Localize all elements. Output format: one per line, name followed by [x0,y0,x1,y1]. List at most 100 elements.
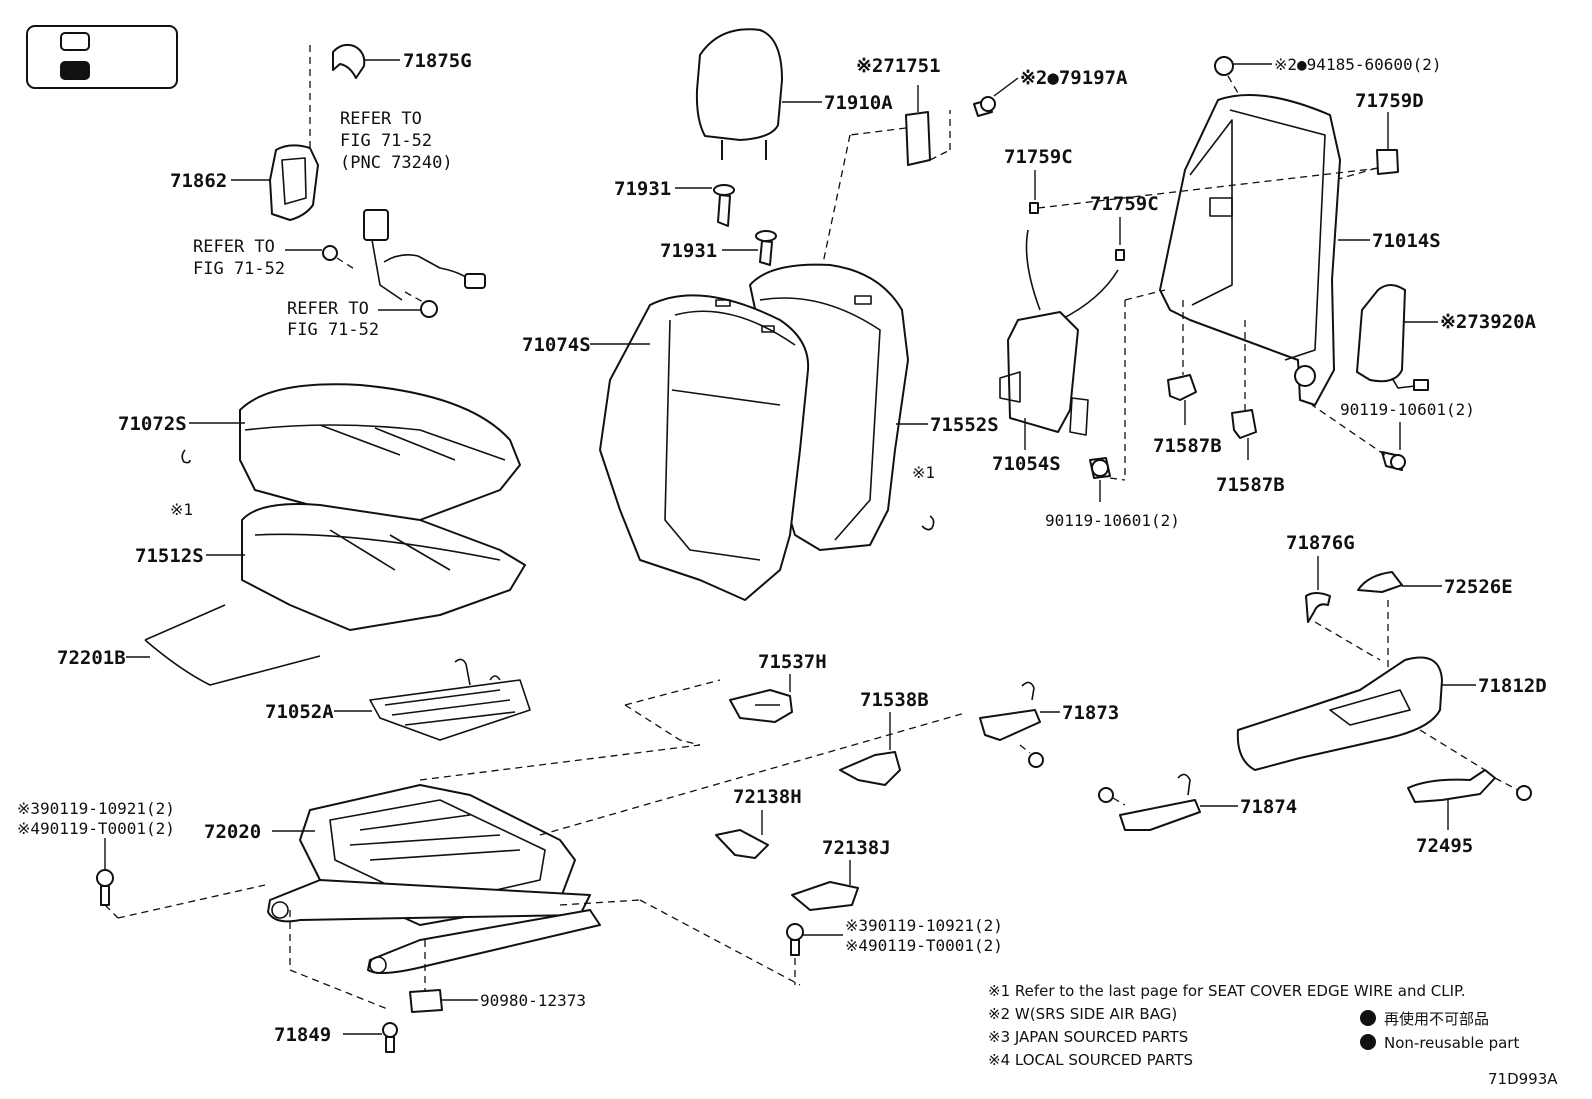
label-71910A: 71910A [824,92,893,114]
non-reusable-dot-jp [1360,1010,1376,1026]
part-90119-10601-center: 90119-10601(2) [1045,457,1180,530]
label-90980-12373: 90980-12373 [480,991,586,1010]
label-72138J: 72138J [822,837,891,859]
svg-text:(PNC 73240): (PNC 73240) [340,153,453,173]
part-71759C-a: 71759C [1004,146,1381,214]
svg-text:REFER TO: REFER TO [193,237,275,257]
part-71759C-b: 71759C [1090,193,1159,261]
svg-text:REFER TO: REFER TO [340,109,422,129]
label-90119-10601-right: 90119-10601(2) [1340,400,1475,419]
part-71538B: 71538B [839,689,929,786]
label-71876G: 71876G [1286,532,1355,554]
mark-x1-right: ※1 [912,463,935,531]
label-71862: 71862 [170,170,227,192]
svg-text:※490119-T0001(2): ※490119-T0001(2) [845,936,1003,955]
label-71875G: 71875G [403,50,472,72]
note-2: ※2 W(SRS SIDE AIR BAG) [988,1005,1177,1023]
label-71072S: 71072S [118,413,187,435]
label-71931-b: 71931 [660,240,717,262]
part-71052A: 71052A [265,658,531,741]
label-71874: 71874 [1240,796,1297,818]
non-reusable-dot-en [1360,1034,1376,1050]
svg-text:FIG 71-52: FIG 71-52 [287,320,379,340]
note-1: ※1 Refer to the last page for SEAT COVER… [988,982,1465,1000]
label-79197A: 79197A [1059,67,1128,89]
part-71910A: 71910A [695,28,893,160]
svg-text:※271751: ※271751 [856,55,941,77]
part-71812D: 71812D [1236,656,1547,771]
part-71587B-a: 71587B [1153,300,1222,457]
part-71931-a: 71931 [614,178,735,227]
label-94185-60600: 94185-60600(2) [1307,55,1442,74]
legend-non-reusable: 再使用不可部品 Non-reusable part [1360,1010,1519,1052]
label-71054S: 71054S [992,453,1061,475]
legend-box [26,25,178,89]
svg-text:※390119-10921(2): ※390119-10921(2) [845,916,1003,935]
label-71014S: 71014S [1372,230,1441,252]
label-71587B-b: 71587B [1216,474,1285,496]
label-71759C-a: 71759C [1004,146,1073,168]
part-72138H: 72138H [715,786,802,859]
label-71052A: 71052A [265,701,334,723]
mark-x1-left: ※1 [170,449,193,519]
seat-belt-buckle [363,209,486,301]
svg-text:FIG 71-52: FIG 71-52 [340,131,432,151]
part-90980-12373: 90980-12373 [409,940,586,1013]
figure-id: 71D993A [1488,1070,1558,1088]
refer-fig-71-52-pnc: REFER TO FIG 71-52 (PNC 73240) [340,109,453,173]
label-72201B: 72201B [57,647,126,669]
label-71759C-b: 71759C [1090,193,1159,215]
svg-text:※2●79197A: ※2●79197A [1020,67,1128,89]
part-71873: 71873 [979,681,1119,768]
bolt-left: ※390119-10921(2) ※490119-T0001(2) [17,799,266,919]
svg-text:※1: ※1 [912,463,935,482]
svg-text:Non-reusable part: Non-reusable part [1384,1034,1519,1052]
part-72495: 72495 [1407,769,1532,857]
part-71074S: 71074S [522,294,810,601]
part-79197A: ※2●79197A [973,67,1128,117]
part-71874: 71874 [1098,773,1297,831]
part-71054S: 71054S [992,229,1119,475]
label-71074S: 71074S [522,334,591,356]
part-72526E: 72526E [1357,571,1513,680]
svg-text:※2●94185-60600(2): ※2●94185-60600(2) [1274,55,1442,74]
refer-fig-71-52-a: REFER TO FIG 71-52 [193,237,357,279]
label-90119-10601-center: 90119-10601(2) [1045,511,1180,530]
part-71014S: 71014S [1159,94,1441,406]
label-72495: 72495 [1416,835,1473,857]
label-71552S: 71552S [930,414,999,436]
label-72526E: 72526E [1444,576,1513,598]
svg-text:※490119-T0001(2): ※490119-T0001(2) [17,819,175,838]
label-71538B: 71538B [860,689,929,711]
part-72138J: 72138J [791,837,891,911]
label-71812D: 71812D [1478,675,1547,697]
note-3: ※3 JAPAN SOURCED PARTS [988,1028,1188,1046]
note-4: ※4 LOCAL SOURCED PARTS [988,1051,1193,1069]
label-71751: 71751 [883,55,940,77]
part-71512S: 71512S [135,503,526,631]
label-73920A: 73920A [1467,311,1536,333]
part-90119-10601-right: 90119-10601(2) [1311,400,1475,471]
label-72020: 72020 [204,821,261,843]
svg-text:※390119-10921(2): ※390119-10921(2) [17,799,175,818]
label-71512S: 71512S [135,545,204,567]
svg-text:※1: ※1 [170,500,193,519]
part-71587B-b: 71587B [1216,320,1285,496]
part-72201B: 72201B [57,604,321,686]
label-71931-a: 71931 [614,178,671,200]
part-71876G: 71876G [1286,532,1381,661]
part-73920A: ※273920A [1356,284,1537,391]
svg-text:FIG 71-52: FIG 71-52 [193,259,285,279]
new-part-box [60,32,90,51]
non-reusable-box [60,61,90,80]
part-71862: 71862 [170,144,319,221]
footnotes: ※1 Refer to the last page for SEAT COVER… [988,982,1465,1069]
label-72138H: 72138H [733,786,802,808]
part-94185-60600: ※2●94185-60600(2) [1214,55,1442,135]
part-71072S: 71072S [118,383,521,541]
label-71537H: 71537H [758,651,827,673]
part-71931-b: 71931 [660,230,777,266]
part-71875G: 71875G [332,43,472,79]
label-71849: 71849 [274,1024,331,1046]
